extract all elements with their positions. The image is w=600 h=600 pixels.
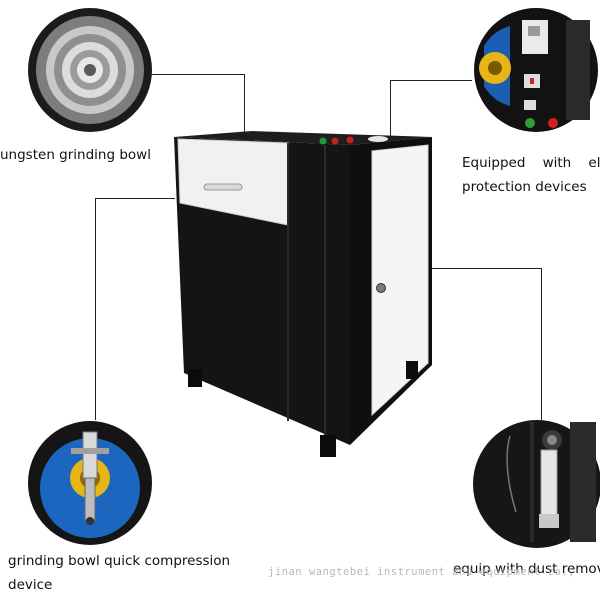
- bowl-callout-vertical: [244, 74, 245, 134]
- company-watermark: jinan wangtebei instrument and equipment…: [268, 566, 575, 578]
- compression-callout-horizontal: [95, 198, 175, 199]
- lock-icon: [376, 283, 386, 293]
- compression-callout-vertical: [95, 198, 96, 420]
- dust-callout-horizontal: [405, 268, 542, 269]
- grinding-bowl-label: ungsten grinding bowl: [0, 147, 151, 163]
- electric-panel-detail: [474, 8, 598, 132]
- grinding-bowl-detail: [28, 8, 152, 132]
- grinder-machine: [174, 131, 432, 457]
- protection-label-line2: protection devices: [462, 179, 587, 195]
- protection-label-line1: Equipped with ele: [462, 155, 600, 171]
- dust-removal-label: equip with dust remove: [453, 561, 600, 577]
- handle-icon: [203, 183, 243, 191]
- compression-device-detail: [28, 421, 152, 545]
- compression-label-line1: grinding bowl quick compression: [8, 553, 231, 569]
- dust-callout-vertical: [541, 268, 542, 420]
- protection-callout-vertical: [390, 80, 391, 140]
- dust-removal-detail: [473, 420, 600, 548]
- protection-callout-horizontal: [390, 80, 472, 81]
- compression-label-line2: device: [8, 577, 53, 593]
- bowl-callout-horizontal: [150, 74, 245, 75]
